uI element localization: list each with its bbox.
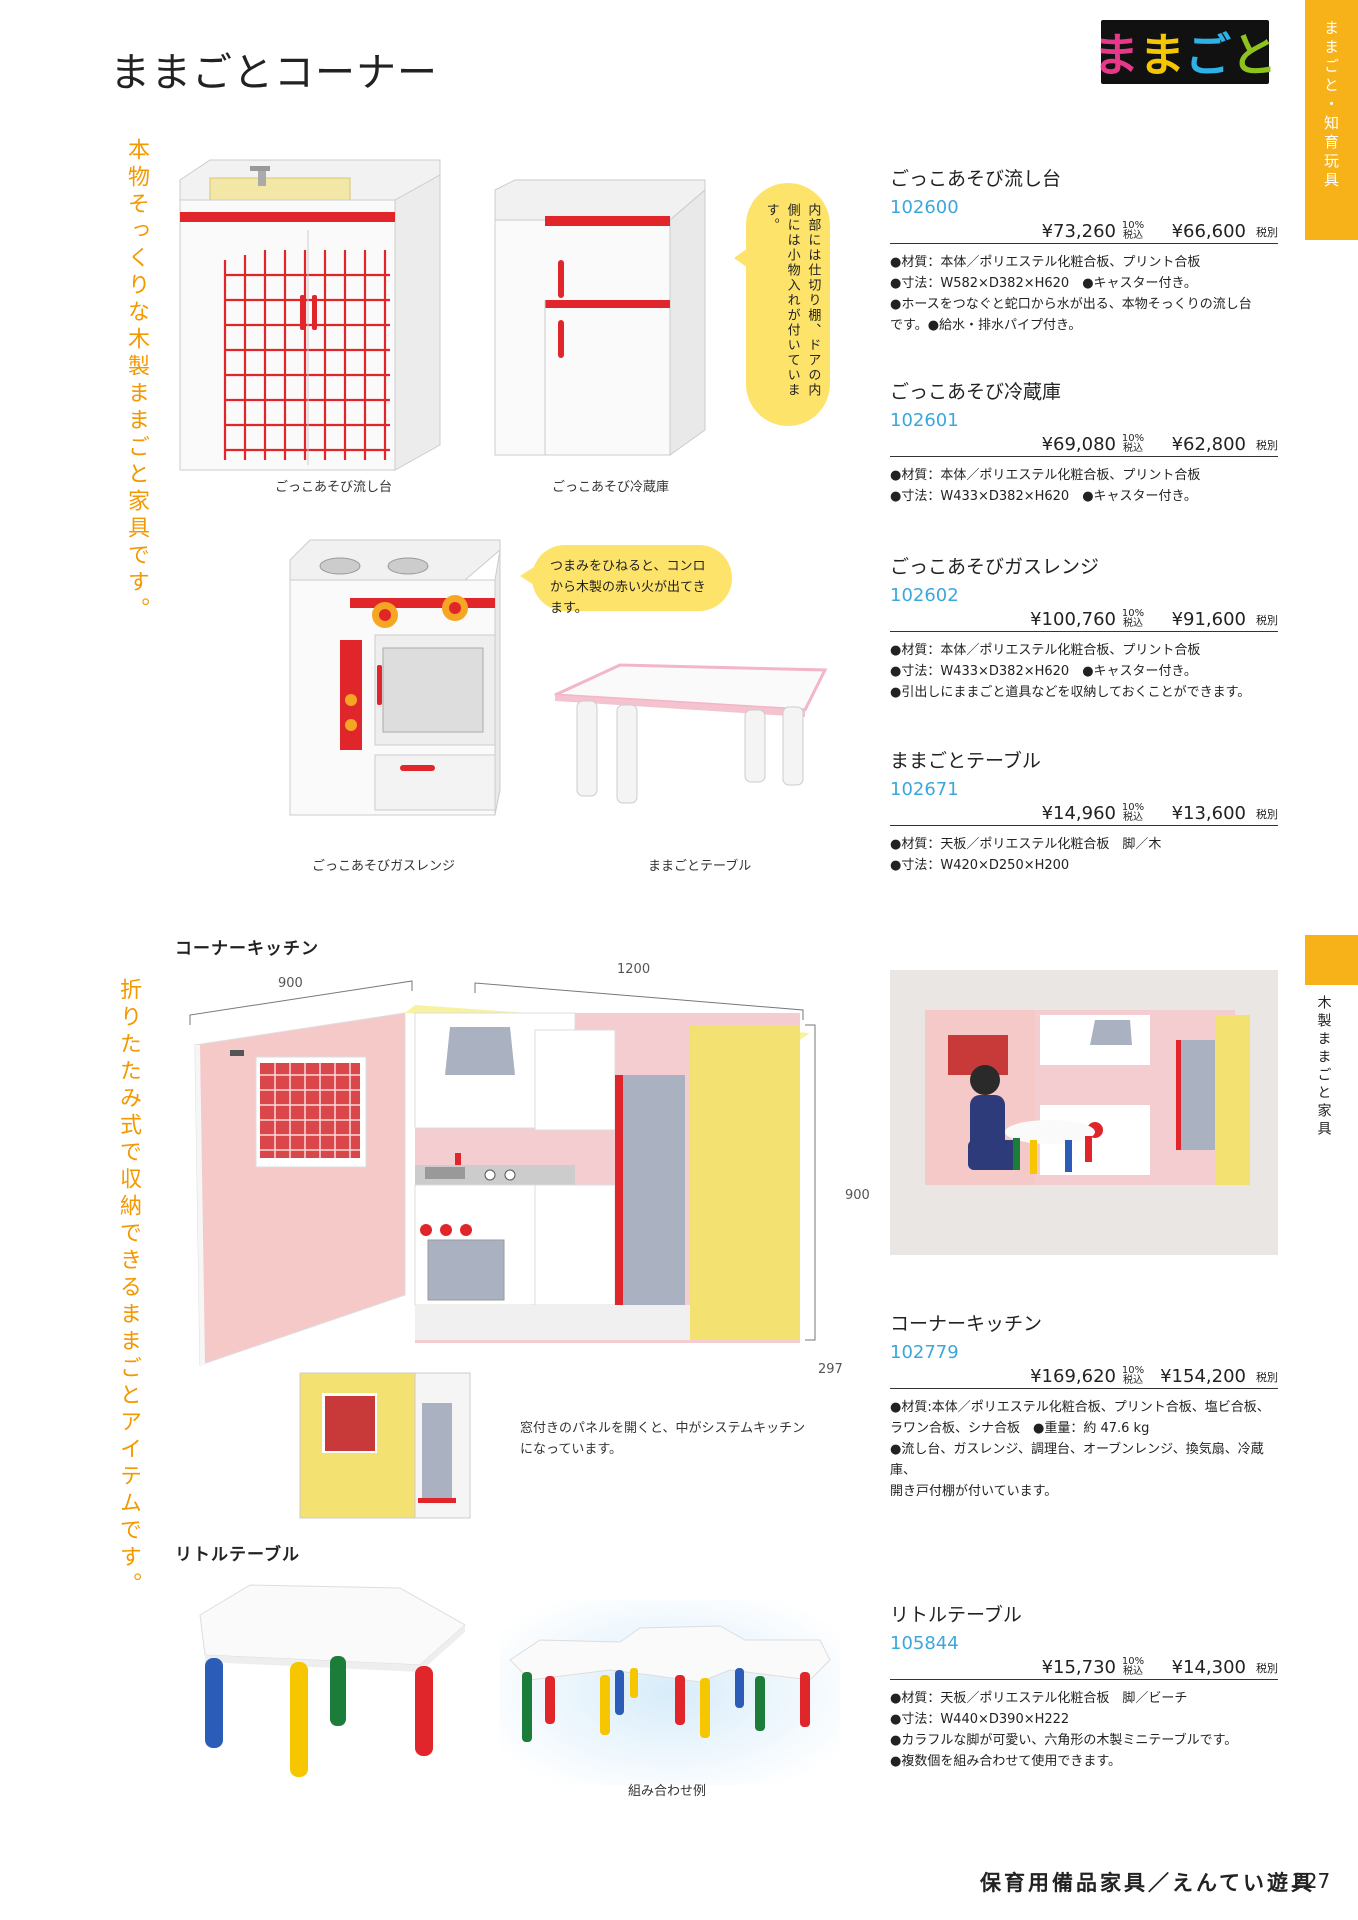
section-corner-kitchen: コーナーキッチン (175, 939, 319, 959)
fridge-note-text: 内部には仕切り棚、ドアの内側には小物入れが付いています。 (763, 203, 821, 398)
product-description: ●材質：天板／ポリエステル化粧合板 脚／ビーチ●寸法：W440×D390×H22… (890, 1691, 1238, 1769)
price-row: ¥14,960 10%税込 ¥13,600 税別 (890, 800, 1278, 826)
tax-excl-label: 税別 (1256, 1662, 1278, 1675)
combination-example-illustration (500, 1600, 840, 1785)
product-name: コーナーキッチン (890, 1313, 1043, 1335)
stove-note-text: つまみをひねると、コンロから木製の赤い火が出てきます。 (550, 559, 706, 616)
caption-kitchen-note: 窓付きのパネルを開くと、中がシステムキッチンになっています。 (520, 1421, 806, 1457)
caption-fridge: ごっこあそび冷蔵庫 (552, 480, 670, 495)
price-incl-tax: ¥14,960 (1041, 803, 1116, 824)
product-sink: ごっこあそび流し台 102600 ¥73,260 10%税込 ¥66,600 税… (890, 164, 1278, 336)
side-tab-subcategory-label: 木製ままごと家具 (1315, 995, 1332, 1139)
logo-char-2: ま (1139, 28, 1185, 82)
tax-excl-label: 税別 (1256, 439, 1278, 452)
section-little-table: リトルテーブル (175, 1545, 300, 1565)
product-description: ●材質:本体／ポリエステル化粧合板、プリント合板、塩ビ合板、ラワン合板、シナ合板… (890, 1400, 1270, 1499)
folded-kitchen-illustration (299, 1372, 471, 1519)
bubble-tail (734, 248, 748, 268)
product-code: 102779 (890, 1342, 959, 1363)
tax-excl-label: 税別 (1256, 226, 1278, 239)
product-description: ●材質：本体／ポリエステル化粧合板、プリント合板●寸法：W433×D382×H6… (890, 643, 1251, 700)
price-excl-tax: ¥91,600 (1171, 609, 1246, 630)
price-excl-tax: ¥66,600 (1171, 221, 1246, 242)
price-row: ¥100,760 10%税込 ¥91,600 税別 (890, 606, 1278, 632)
side-tab-category: ままごと・知育玩具 (1305, 0, 1358, 240)
dim-height: 900 (845, 1188, 870, 1203)
product-little-table: リトルテーブル 105844 ¥15,730 10%税込 ¥14,300 税別 … (890, 1600, 1278, 1772)
tax-excl-label: 税別 (1256, 614, 1278, 627)
fridge-note-bubble: 内部には仕切り棚、ドアの内側には小物入れが付いています。 (734, 183, 830, 426)
caption-stove: ごっこあそびガスレンジ (312, 859, 456, 874)
product-code: 102602 (890, 585, 959, 606)
side-tab-subcategory (1305, 935, 1358, 985)
price-row: ¥69,080 10%税込 ¥62,800 税別 (890, 431, 1278, 457)
dim-width-left: 900 (278, 976, 303, 991)
stove-note-bubble: つまみをひねると、コンロから木製の赤い火が出てきます。 (520, 545, 732, 616)
price-incl-tax: ¥100,760 (1030, 609, 1116, 630)
footer-category: 保育用備品家具／えんてい遊具 (980, 1871, 1315, 1895)
mamagoto-logo: ま ま ご と (1093, 20, 1277, 84)
price-excl-tax: ¥14,300 (1171, 1657, 1246, 1678)
price-incl-tax: ¥73,260 (1041, 221, 1116, 242)
price-incl-tax: ¥15,730 (1041, 1657, 1116, 1678)
corner-kitchen-illustration (189, 980, 816, 1366)
caption-sink: ごっこあそび流し台 (275, 480, 393, 495)
tax-incl-label: 10%税込 (1121, 1365, 1145, 1386)
product-corner-kitchen: コーナーキッチン 102779 ¥169,620 10%税込 ¥154,200 … (890, 1309, 1278, 1502)
price-excl-tax: ¥62,800 (1171, 434, 1246, 455)
product-code: 102600 (890, 197, 959, 218)
tax-excl-label: 税別 (1256, 1371, 1278, 1384)
product-description: ●材質：天板／ポリエステル化粧合板 脚／木●寸法：W420×D250×H200 (890, 837, 1162, 873)
side-tab-category-label: ままごと・知育玩具 (1322, 20, 1340, 191)
page-number: 227 (1292, 1869, 1331, 1893)
product-code: 102601 (890, 410, 959, 431)
tax-incl-label: 10%税込 (1121, 1656, 1145, 1677)
caption-table: ままごとテーブル (648, 859, 752, 874)
logo-char-4: と (1231, 28, 1277, 82)
price-row: ¥73,260 10%税込 ¥66,600 税別 (890, 218, 1278, 244)
tax-excl-label: 税別 (1256, 808, 1278, 821)
product-name: リトルテーブル (890, 1604, 1022, 1626)
caption-combination: 組み合わせ例 (628, 1784, 707, 1799)
product-code: 105844 (890, 1633, 959, 1654)
little-table-illustration (199, 1584, 466, 1777)
product-stove: ごっこあそびガスレンジ 102602 ¥100,760 10%税込 ¥91,60… (890, 552, 1278, 703)
fridge-illustration (494, 179, 706, 456)
product-name: ごっこあそびガスレンジ (890, 556, 1100, 578)
dim-width-back: 1200 (617, 962, 651, 977)
price-row: ¥169,620 10%税込 ¥154,200 税別 (890, 1363, 1278, 1389)
logo-char-3: ご (1185, 28, 1231, 82)
product-name: ごっこあそび冷蔵庫 (890, 381, 1062, 403)
price-incl-tax: ¥169,620 (1030, 1366, 1116, 1387)
corner-kitchen-photo (890, 970, 1278, 1255)
bubble-tail (520, 567, 534, 585)
tagline-foldable: 折りたたみ式で収納できるままごとアイテムです。 (116, 978, 141, 1599)
product-description: ●材質：本体／ポリエステル化粧合板、プリント合板●寸法：W433×D382×H6… (890, 468, 1201, 504)
dim-depth: 297 (818, 1362, 843, 1377)
product-fridge: ごっこあそび冷蔵庫 102601 ¥69,080 10%税込 ¥62,800 税… (890, 377, 1278, 507)
sink-illustration (179, 159, 441, 471)
product-code: 102671 (890, 779, 959, 800)
price-excl-tax: ¥154,200 (1160, 1366, 1246, 1387)
tax-incl-label: 10%税込 (1121, 608, 1145, 629)
stove-illustration (289, 539, 501, 816)
tax-incl-label: 10%税込 (1121, 220, 1145, 241)
logo-char-1: ま (1093, 28, 1139, 82)
tagline-realistic: 本物そっくりな木製ままごと家具です。 (124, 138, 149, 624)
page-title: ままごとコーナー (110, 50, 438, 96)
mamagoto-table-illustration (554, 663, 828, 804)
product-mamagoto-table: ままごとテーブル 102671 ¥14,960 10%税込 ¥13,600 税別… (890, 746, 1278, 876)
product-name: ごっこあそび流し台 (890, 168, 1062, 190)
price-excl-tax: ¥13,600 (1171, 803, 1246, 824)
tax-incl-label: 10%税込 (1121, 433, 1145, 454)
product-description: ●材質：本体／ポリエステル化粧合板、プリント合板●寸法：W582×D382×H6… (890, 255, 1252, 333)
product-name: ままごとテーブル (890, 750, 1041, 772)
tax-incl-label: 10%税込 (1121, 802, 1145, 823)
price-row: ¥15,730 10%税込 ¥14,300 税別 (890, 1654, 1278, 1680)
price-incl-tax: ¥69,080 (1041, 434, 1116, 455)
